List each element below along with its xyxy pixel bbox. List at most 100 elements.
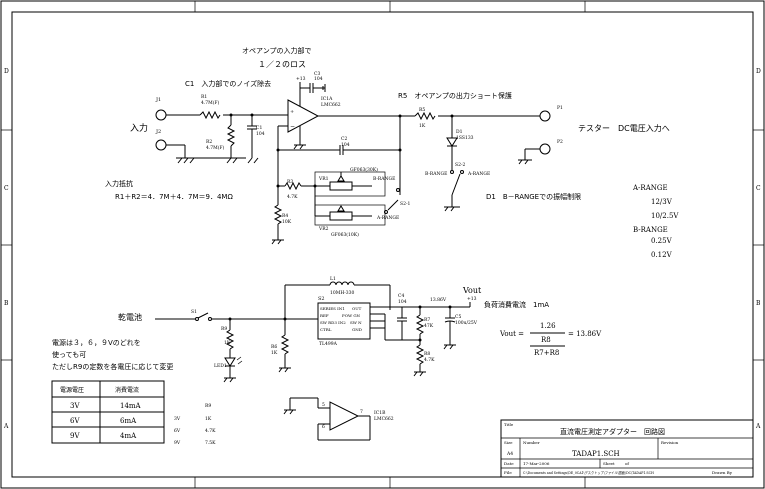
svg-text:Date: Date bbox=[504, 461, 514, 466]
note-opamp-input-1: オペアンプの入力部で bbox=[242, 46, 312, 55]
svg-text:SW N: SW N bbox=[350, 320, 362, 325]
resistor-r1: R1 4.7M(F) bbox=[199, 94, 221, 120]
potentiometer-vr1: VR1 GF063(30K) bbox=[318, 166, 378, 191]
vout-value-small: 13.86V bbox=[430, 297, 447, 303]
svg-text:3V: 3V bbox=[174, 416, 181, 422]
note-c1: C1 入力部でのノイズ除去 bbox=[185, 79, 271, 88]
supply-table: 電源電圧 消費電流 3V 14mA 6V 6mA 9V 4mA bbox=[51, 380, 165, 444]
input-label: 入力 bbox=[130, 122, 148, 134]
opamp-ic1b: 5 6 7 IC1B LMC662 bbox=[283, 397, 394, 441]
row-letter: C bbox=[4, 185, 9, 192]
svg-text:R8: R8 bbox=[424, 351, 430, 357]
svg-text:9V: 9V bbox=[174, 440, 181, 446]
svg-text:6V: 6V bbox=[174, 428, 181, 434]
table-header: 消費電流 bbox=[115, 386, 139, 394]
svg-text:VR2: VR2 bbox=[318, 226, 329, 232]
capacitor-c1: C1 104 bbox=[247, 115, 265, 158]
jack-j2: J2 bbox=[155, 129, 167, 151]
svg-text:SW RD3 IN2: SW RD3 IN2 bbox=[320, 320, 346, 325]
border-row-letters: D C B A D C B A bbox=[3, 68, 761, 430]
svg-text:Revision: Revision bbox=[661, 440, 679, 445]
svg-text:REF: REF bbox=[320, 313, 329, 318]
svg-text:P1: P1 bbox=[557, 105, 563, 111]
svg-text:R4: R4 bbox=[282, 213, 288, 219]
b-range-value: 0.12V bbox=[651, 251, 673, 259]
capacitor-c5: C5 100u/25V bbox=[443, 307, 478, 350]
capacitor-c4: C4 104 bbox=[397, 293, 407, 340]
svg-text:7.5K: 7.5K bbox=[205, 440, 216, 446]
supply-c3: +13 C3 104 bbox=[296, 71, 326, 93]
svg-text:100u/25V: 100u/25V bbox=[455, 320, 478, 326]
svg-text:IC1A: IC1A bbox=[321, 96, 333, 102]
vout-formula: Vout = 1.26 R8 R7+R8 = 13.86V bbox=[499, 322, 602, 357]
supply-note-3: ただしR9の定数を各電圧に応じて変更 bbox=[52, 362, 173, 371]
load-current: 負荷消費電流 1mA bbox=[484, 300, 549, 309]
svg-text:VR1: VR1 bbox=[318, 176, 329, 182]
switch-s1: S1 bbox=[191, 309, 212, 321]
svg-text:R5: R5 bbox=[419, 107, 425, 113]
svg-text:−: − bbox=[290, 123, 295, 130]
svg-text:R8: R8 bbox=[541, 336, 551, 344]
svg-text:4.7K: 4.7K bbox=[287, 194, 298, 200]
row-letter: A bbox=[755, 423, 761, 430]
svg-text:Drawn By: Drawn By bbox=[712, 470, 733, 475]
potentiometer-vr2: VR2 GF063(10K) bbox=[318, 205, 372, 238]
battery-label: 乾電池 bbox=[118, 312, 142, 322]
resistor-r6: R6 1K bbox=[271, 319, 291, 373]
svg-text:TL499A: TL499A bbox=[319, 341, 338, 347]
tester-label: テスター DC電圧入力へ bbox=[578, 123, 670, 133]
svg-text:1K: 1K bbox=[271, 350, 278, 356]
r9-table: R9 3V 1K 6V 4.7K 9V 7.5K bbox=[174, 403, 216, 446]
svg-text:GF063(10K): GF063(10K) bbox=[331, 231, 359, 238]
svg-text:C2: C2 bbox=[341, 136, 347, 142]
svg-text:S2-2: S2-2 bbox=[455, 162, 465, 168]
svg-text:S2: S2 bbox=[318, 296, 325, 302]
svg-text:1K: 1K bbox=[419, 123, 426, 129]
svg-text:CTRL: CTRL bbox=[320, 327, 332, 332]
row-letter: B bbox=[4, 300, 9, 307]
svg-text:P2: P2 bbox=[557, 139, 563, 145]
table-cell: 3V bbox=[70, 402, 80, 410]
svg-text:4.7M(F): 4.7M(F) bbox=[201, 99, 220, 106]
table-cell: 14mA bbox=[120, 402, 142, 410]
svg-text:R2: R2 bbox=[206, 139, 212, 145]
svg-text:of: of bbox=[625, 461, 629, 466]
svg-text:= 13.86V: = 13.86V bbox=[568, 330, 602, 338]
resistor-r8: R8 4.7K bbox=[413, 344, 435, 377]
row-letter: D bbox=[4, 68, 9, 75]
note-r5: R5 オペアンプの出力ショート保護 bbox=[398, 91, 512, 100]
svg-text:C1: C1 bbox=[256, 125, 262, 131]
svg-text:Title: Title bbox=[504, 422, 514, 427]
title-block: Title 直流電圧測定アダプター 回路図 Size A4 Number TAD… bbox=[500, 419, 754, 478]
resistor-r7: R7 47K bbox=[415, 307, 434, 345]
svg-text:C3: C3 bbox=[314, 71, 320, 77]
svg-text:Sheet: Sheet bbox=[603, 461, 615, 466]
svg-text:D1: D1 bbox=[456, 129, 463, 135]
note-d1: D1 B－RANGEでの振幅制限 bbox=[486, 192, 581, 201]
b-range-title: B-RANGE bbox=[633, 226, 668, 234]
inductor-l1: L1 10MH-330 bbox=[284, 276, 391, 319]
svg-text:S1: S1 bbox=[191, 309, 197, 315]
svg-text:GND: GND bbox=[352, 327, 362, 332]
svg-text:R7: R7 bbox=[424, 317, 430, 323]
svg-text:1K: 1K bbox=[205, 416, 212, 422]
svg-text:S2-1: S2-1 bbox=[400, 201, 410, 207]
note-input-res-1: 入力抵抗 bbox=[105, 179, 133, 188]
row-letter: C bbox=[756, 185, 761, 192]
diode-d1: D1 1SS133 bbox=[446, 116, 474, 170]
a-range-title: A-RANGE bbox=[632, 184, 668, 192]
b-range-value: 0.25V bbox=[651, 237, 673, 245]
row-letter: D bbox=[756, 68, 761, 75]
svg-text:R6: R6 bbox=[271, 344, 277, 350]
probe-p1: P1 bbox=[539, 105, 563, 122]
svg-text:10MH-330: 10MH-330 bbox=[330, 290, 355, 296]
switch-s2-2: S2-2 B-RANGE A-RANGE bbox=[425, 162, 490, 212]
svg-text:R3: R3 bbox=[287, 179, 293, 185]
svg-text:B-RANGE: B-RANGE bbox=[425, 171, 447, 177]
a-range-value: 12/3V bbox=[651, 198, 673, 206]
resistor-r2: R2 4.7M(F) bbox=[206, 115, 236, 158]
table-cell: 4mA bbox=[120, 432, 137, 440]
svg-text:LMC662: LMC662 bbox=[374, 416, 394, 422]
